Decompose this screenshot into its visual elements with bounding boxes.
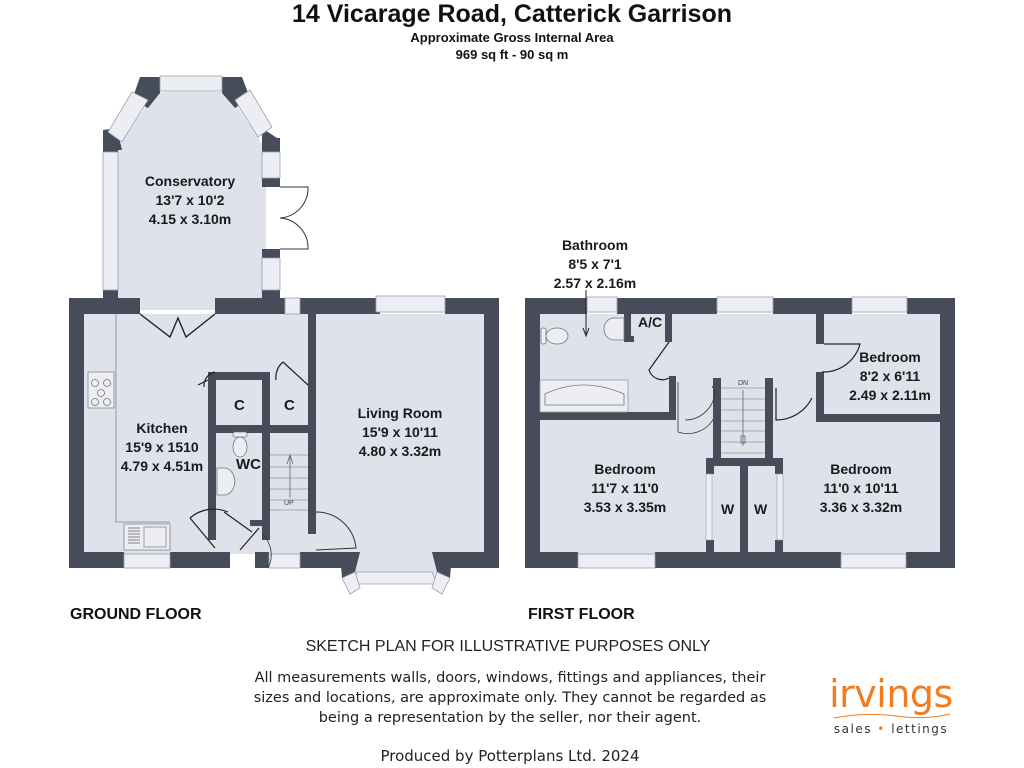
airing-cupboard-label: A/C [638, 314, 663, 330]
wc-basin-icon [216, 467, 236, 496]
room-imperial: 8'2 x 6'11 [859, 368, 921, 384]
logo-dot-icon: • [877, 722, 886, 736]
stairs-down-label: DN [738, 380, 749, 387]
first-floor-label: FIRST FLOOR [528, 606, 635, 623]
room-name: Conservatory [144, 173, 236, 189]
room-metric: 4.79 x 4.51m [120, 458, 204, 474]
room-bedroom-small: Bedroom 8'2 x 6'11 2.49 x 2.11m [840, 348, 940, 405]
bathroom-basin-icon [603, 317, 625, 341]
ground-floor-plan [69, 75, 499, 595]
room-name: Bedroom [859, 349, 921, 365]
wc-label: WC [236, 456, 261, 473]
disclaimer-line: All measurements walls, doors, windows, … [254, 670, 766, 686]
room-conservatory: Conservatory 13'7 x 10'2 4.15 x 3.10m [125, 172, 255, 229]
page-title: 14 Vicarage Road, Catterick Garrison [291, 0, 732, 28]
sink-icon [123, 523, 171, 551]
logo-wordmark: irvings [829, 672, 953, 716]
room-metric: 4.15 x 3.10m [148, 211, 232, 227]
room-metric: 4.80 x 3.32m [358, 443, 442, 459]
room-metric: 3.53 x 3.35m [583, 499, 667, 515]
kitchen-bifold-doors [139, 313, 216, 339]
sketch-notice: SKETCH PLAN FOR ILLUSTRATIVE PURPOSES ON… [305, 638, 711, 655]
living-room-door [315, 511, 357, 551]
room-imperial: 8'5 x 7'1 [568, 256, 622, 272]
room-metric: 2.57 x 2.16m [553, 275, 637, 291]
kitchen-worktop [115, 314, 170, 523]
bathroom-toilet-icon [540, 327, 569, 345]
room-imperial: 15'9 x 1510 [125, 439, 199, 455]
disclaimer-line: sizes and locations, are approximate onl… [253, 690, 767, 706]
disclaimer-line: being a representation by the seller, no… [318, 710, 702, 726]
cupboard-label-1: C [234, 397, 245, 414]
room-imperial: 15'9 x 10'11 [362, 424, 438, 440]
room-living-room: Living Room 15'9 x 10'11 4.80 x 3.32m [340, 404, 460, 461]
area-subtitle: Approximate Gross Internal Area [410, 30, 614, 45]
wardrobe-label-1: W [721, 501, 735, 517]
room-name: Bedroom [594, 461, 656, 477]
ground-floor-label: GROUND FLOOR [70, 606, 202, 623]
irvings-logo: irvings sales • lettings [826, 674, 956, 736]
hob-icon [87, 371, 115, 409]
stairs-down [721, 387, 765, 454]
produced-by: Produced by Potterplans Ltd. 2024 [380, 747, 640, 765]
room-metric: 2.49 x 2.11m [849, 387, 931, 403]
room-name: Living Room [357, 405, 443, 421]
floor-plan-drawing [69, 75, 955, 595]
room-name: Bedroom [830, 461, 892, 477]
room-name: Bathroom [561, 237, 629, 253]
room-imperial: 11'7 x 11'0 [591, 480, 659, 496]
disclaimer: All measurements walls, doors, windows, … [240, 668, 780, 728]
first-floor-plan [525, 290, 955, 569]
logo-tag-lettings: lettings [891, 722, 949, 736]
room-imperial: 13'7 x 10'2 [155, 192, 225, 208]
area-value: 969 sq ft - 90 sq m [455, 47, 569, 62]
room-metric: 3.36 x 3.32m [819, 499, 903, 515]
ground-floor-floor [84, 314, 484, 554]
conservatory-french-doors [279, 186, 309, 250]
stairs-up [270, 453, 308, 511]
logo-tagline: sales • lettings [826, 722, 956, 736]
room-imperial: 11'0 x 10'11 [823, 480, 899, 496]
toilet-icon [232, 431, 248, 458]
stairs-up-label: UP [284, 500, 294, 507]
room-bedroom-right: Bedroom 11'0 x 10'11 3.36 x 3.32m [806, 460, 916, 517]
room-kitchen: Kitchen 15'9 x 1510 4.79 x 4.51m [112, 419, 212, 476]
room-bathroom: Bathroom 8'5 x 7'1 2.57 x 2.16m [540, 236, 650, 293]
cupboard-label-2: C [284, 397, 295, 414]
wardrobe-label-2: W [754, 501, 768, 517]
conservatory-floor [117, 92, 266, 310]
logo-tag-sales: sales [833, 722, 872, 736]
room-bedroom-left: Bedroom 11'7 x 11'0 3.53 x 3.35m [570, 460, 680, 517]
bath-icon [539, 379, 629, 413]
room-name: Kitchen [136, 420, 188, 436]
logo-swoosh-icon [833, 713, 951, 719]
